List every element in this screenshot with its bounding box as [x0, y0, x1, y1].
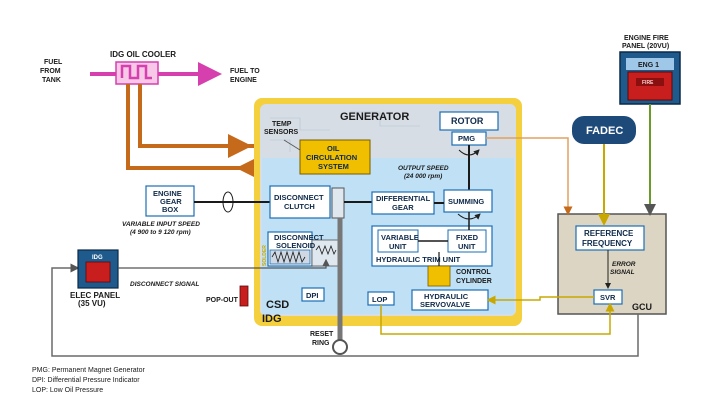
fadec-label: FADEC [586, 125, 623, 137]
reset-ring-l2: RING [312, 340, 330, 347]
input-speed-l2: (4 900 to 9 120 rpm) [130, 229, 191, 236]
servovalve-l2: SERVOVALVE [420, 300, 470, 309]
elec-panel-l1: ELEC PANEL [70, 291, 120, 300]
idg-small-label: IDG [92, 255, 103, 261]
solder-label: SOLDER [262, 245, 268, 266]
output-speed-l1: OUTPUT SPEED [398, 165, 449, 172]
gearbox-l2: GEAR [160, 197, 182, 206]
oil-circ-l3: SYSTEM [318, 162, 349, 171]
pop-out-label: POP-OUT [206, 297, 239, 304]
legend-dpi: DPI: Differential Pressure Indicator [32, 377, 140, 384]
svr-label: SVR [600, 293, 616, 302]
clutch-l1: DISCONNECT [274, 193, 324, 202]
disconnect-signal-line [118, 258, 330, 269]
lop-label: LOP [372, 295, 387, 304]
legend-lop: LOP: Low Oil Pressure [32, 387, 103, 394]
solenoid-l1: DISCONNECT [274, 233, 324, 242]
plunger-spring [315, 244, 337, 256]
idg-disconnect-button[interactable] [85, 261, 111, 283]
solenoid-spring [271, 250, 306, 264]
svr-servo-line [486, 295, 594, 305]
idg-label: IDG [262, 313, 282, 325]
rotor-box [439, 111, 499, 131]
fire-button-window [636, 78, 664, 86]
fire-panel-l2: PANEL (20VU) [622, 43, 669, 50]
error-signal-l2: SIGNAL [610, 269, 635, 276]
ref-freq-l2: FREQUENCY [582, 239, 633, 248]
output-speed-l2: (24 000 rpm) [404, 173, 442, 180]
fixed-unit-l1: FIXED [456, 233, 479, 242]
eng1-label: ENG 1 [638, 62, 659, 69]
pmg-gcu-line [486, 137, 573, 216]
legend-pmg: PMG: Permanent Magnet Generator [32, 367, 145, 374]
fuel-to-l1: FUEL TO [230, 68, 260, 75]
generator-label: GENERATOR [340, 111, 409, 123]
fadec-box [572, 116, 636, 144]
fuel-from-l3: TANK [42, 77, 61, 84]
fire-label: FIRE [642, 80, 654, 86]
pop-out-button[interactable] [239, 285, 249, 307]
fuel-from-l1: FUEL [44, 59, 63, 66]
lop-gcu-line [380, 302, 615, 335]
oil-circ-l1: OIL [327, 144, 340, 153]
temp-sensors-l1: TEMP [272, 121, 292, 128]
idg-oil-cooler-label: IDG OIL COOLER [110, 50, 176, 59]
input-rotation [222, 191, 234, 213]
fire-panel-l1: ENGINE FIRE [624, 35, 669, 42]
oil-circ-l2: CIRCULATION [306, 153, 357, 162]
elec-panel-l2: (35 VU) [78, 299, 106, 308]
clutch-plates [331, 187, 345, 219]
clutch-box [269, 185, 331, 219]
ref-freq-l1: REFERENCE [584, 229, 634, 238]
control-cylinder-l2: CYLINDER [456, 278, 492, 285]
hydraulic-trim-label: HYDRAULIC TRIM UNIT [376, 255, 461, 264]
error-signal-l1: ERROR [612, 261, 636, 268]
fixed-unit-l2: UNIT [458, 242, 476, 251]
solenoid-l2: SOLENOID [276, 241, 316, 250]
summing-box [443, 189, 493, 213]
rotor-rotation [458, 149, 480, 156]
servovalve-l1: HYDRAULIC [424, 292, 469, 301]
dpi-box [301, 287, 325, 302]
control-cylinder-l1: CONTROL [456, 269, 491, 276]
reset-ring-l1: RESET [310, 331, 334, 338]
reference-frequency-box [575, 225, 645, 251]
clutch-l2: CLUTCH [284, 202, 315, 211]
variable-unit-l1: VARIABLE [381, 233, 419, 242]
circuit-pattern [270, 111, 420, 152]
fuel-from-l2: FROM [40, 68, 61, 75]
diff-gear-l2: GEAR [392, 203, 414, 212]
csd-label: CSD [266, 299, 289, 311]
oil-circulation-box [299, 139, 371, 175]
pmg-label: PMG [458, 134, 475, 143]
gearbox-l3: BOX [162, 205, 178, 214]
variable-unit-l2: UNIT [389, 242, 407, 251]
input-speed-l1: VARIABLE INPUT SPEED [122, 221, 200, 228]
rotor-label: ROTOR [451, 116, 484, 126]
dpi-label: DPI [306, 291, 319, 300]
eng1-label-plate [626, 58, 674, 70]
fuel-to-l2: ENGINE [230, 77, 257, 84]
solenoid-coil [269, 249, 311, 265]
summing-label: SUMMING [448, 197, 484, 206]
gearbox-l1: ENGINE [153, 189, 182, 198]
diff-gear-l1: DIFFERENTIAL [376, 194, 431, 203]
control-cylinder [427, 265, 451, 287]
gcu-elec-line [51, 263, 639, 357]
reset-ring-circle[interactable] [332, 339, 348, 355]
disconnect-signal-label: DISCONNECT SIGNAL [130, 281, 199, 288]
temp-sensor-leader [283, 139, 301, 151]
gcu-label: GCU [632, 302, 652, 312]
temp-sensors-l2: SENSORS [264, 129, 299, 136]
gearbox-box [145, 185, 195, 217]
oil-cooler-coil [120, 64, 152, 80]
